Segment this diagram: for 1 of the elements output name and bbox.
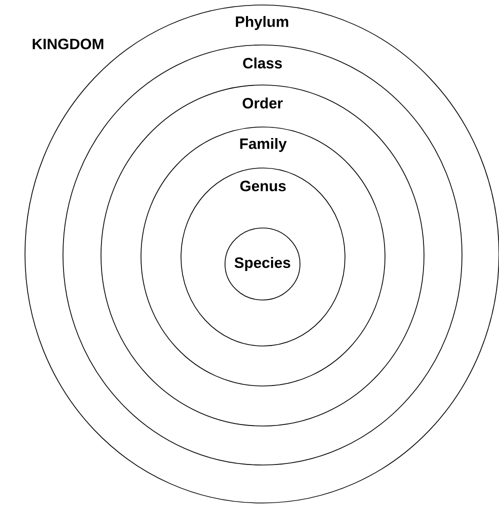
ring: Species: [224, 228, 300, 300]
